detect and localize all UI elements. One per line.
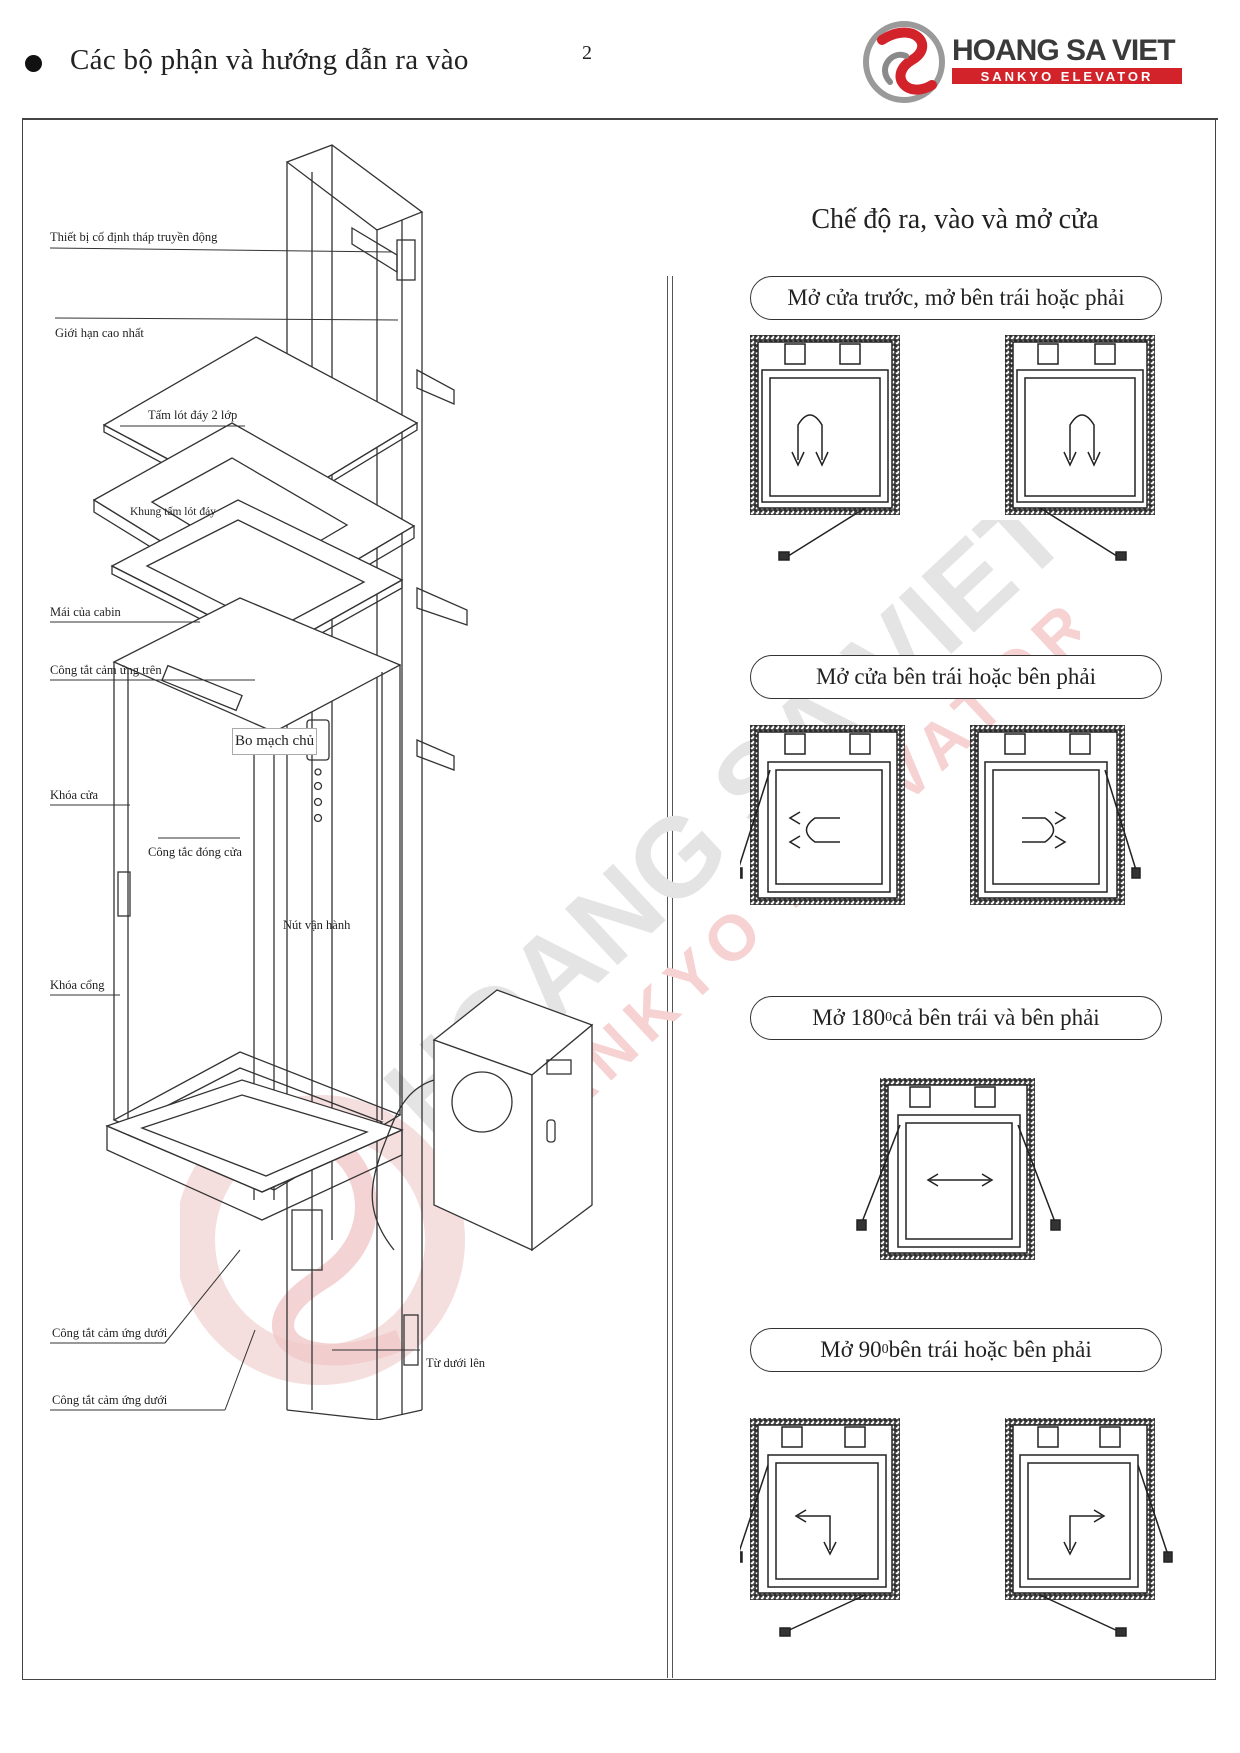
label-floor-plate: Tấm lót đáy 2 lớp [148,408,238,422]
door-plan-diagrams [740,335,1173,1637]
logo-tagline: SANKYO ELEVATOR [981,69,1154,84]
controller-cabinet [371,989,594,1252]
label-from-bottom: Từ dưới lên [426,1356,486,1370]
plan-side-left [740,725,905,905]
modes-title: Chế độ ra, vào và mở cửa [811,204,1099,235]
logo-brand: HOANG SA VIET [952,34,1175,67]
elevator-diagram [92,144,594,1420]
label-bottom-sensor-1: Công tắt cảm ứng dưới [52,1326,168,1340]
page-number: 2 [582,42,592,64]
bullet-icon [25,55,42,72]
plan-90-right [1005,1418,1173,1637]
label-floor-frame: Khung tấm lót đáy [130,506,216,518]
mode-side-pill: Mở cửa bên trái hoặc bên phải [750,655,1162,699]
company-logo: HOANG SA VIET SANKYO ELEVATOR [863,21,1182,103]
label-top-limit: Giới hạn cao nhất [55,326,144,340]
label-door-switch: Công tắc đóng cửa [148,845,242,859]
mode-side-label: Mở cửa bên trái hoặc bên phải [815,664,1097,689]
label-cabin-roof: Mái của cabin [50,605,121,619]
plan-front-right [1005,335,1155,561]
mode-180-label-pre: Mở 180 [812,1005,886,1030]
plan-90-left [740,1418,900,1637]
mode-180-label-post: cả bên trái và bên phải [892,1005,1100,1030]
label-top-sensor: Công tắt cảm ứng trên [50,663,162,677]
label-operation-button: Nút vận hành [283,918,351,932]
label-tower-fixing: Thiết bị cố định tháp truyền động [50,230,218,244]
logo-mark-icon [863,21,945,103]
mode-90-degree: 0 [881,1342,889,1357]
mode-180-degree: 0 [885,1010,893,1025]
mode-front-pill: Mở cửa trước, mở bên trái hoặc phải [750,276,1162,320]
label-bottom-sensor-2: Công tắt cảm ứng dưới [52,1393,168,1407]
header-rule [22,118,1218,120]
bottom-platform [105,1079,404,1271]
label-door-lock: Khóa cửa [50,788,99,802]
drive-tower [285,144,468,1420]
mode-90-label-post: bên trái hoặc bên phải [888,1337,1092,1362]
plan-side-right [970,725,1141,905]
label-gate-lock: Khóa cổng [50,978,105,992]
mode-front-label: Mở cửa trước, mở bên trái hoặc phải [787,285,1125,310]
plan-180 [856,1078,1061,1260]
mode-90-label-pre: Mở 90 [820,1337,882,1362]
label-main-board: Bo mạch chủ [232,728,318,755]
page-frame [22,120,1216,1680]
page-heading: Các bộ phận và hướng dẫn ra vào [70,44,469,76]
plan-front-left [750,335,900,561]
column-divider [667,276,673,1678]
